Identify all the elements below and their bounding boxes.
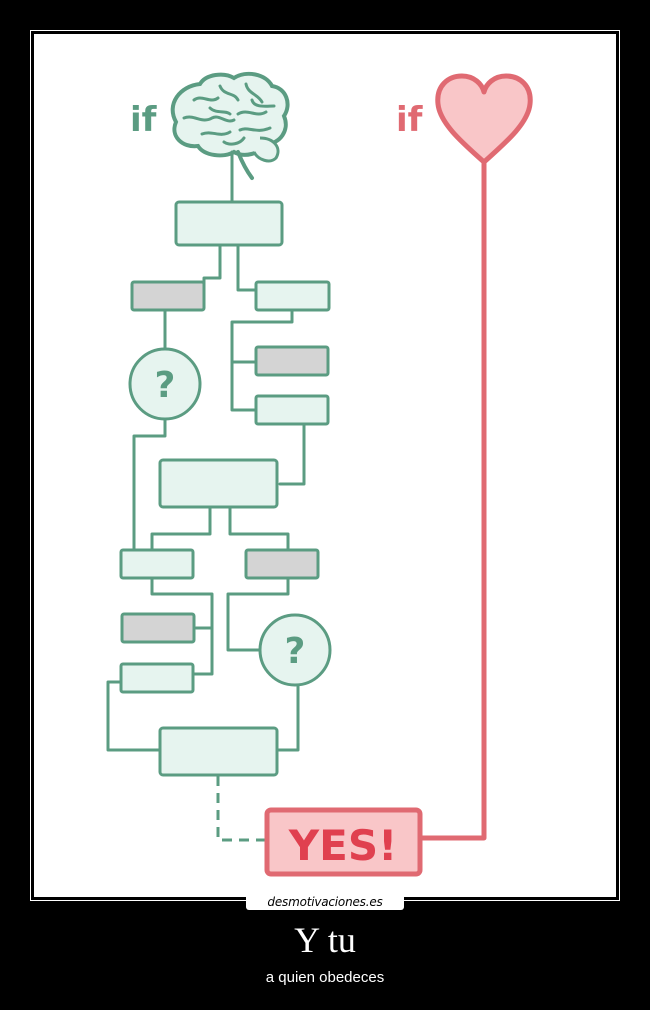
flowchart-box-gray [120,612,196,644]
flowchart-box [119,662,195,694]
heart-if-label: if [396,100,424,140]
flowchart-box-top [174,200,284,247]
flowchart-connectors [106,150,306,842]
yes-box [264,807,423,877]
flowchart-box-middle [158,458,279,509]
flowchart-box-gray [130,280,206,312]
yes-label: YES! [288,821,398,870]
flowchart-illustration: if if [106,71,533,877]
question-node-2 [258,613,332,687]
flowchart-box [254,394,330,426]
poster-image: if if [34,34,616,897]
flowchart-box-gray [254,345,330,377]
caption-title: Y tu [294,920,356,960]
heart-path-line [417,159,487,841]
question-mark-2: ? [285,631,306,672]
brain-icon [170,71,290,180]
brain-if-label: if [130,100,158,140]
flowchart-box [119,548,195,580]
flowchart-box-gray [244,548,320,580]
question-mark-1: ? [155,365,176,406]
flowchart-box [254,280,331,312]
caption-subtitle: a quien obedeces [265,969,385,986]
site-watermark: desmotivaciones.es [246,893,404,910]
question-node-1 [128,347,202,421]
heart-icon [435,73,533,165]
flowchart-box-bottom [158,726,279,777]
